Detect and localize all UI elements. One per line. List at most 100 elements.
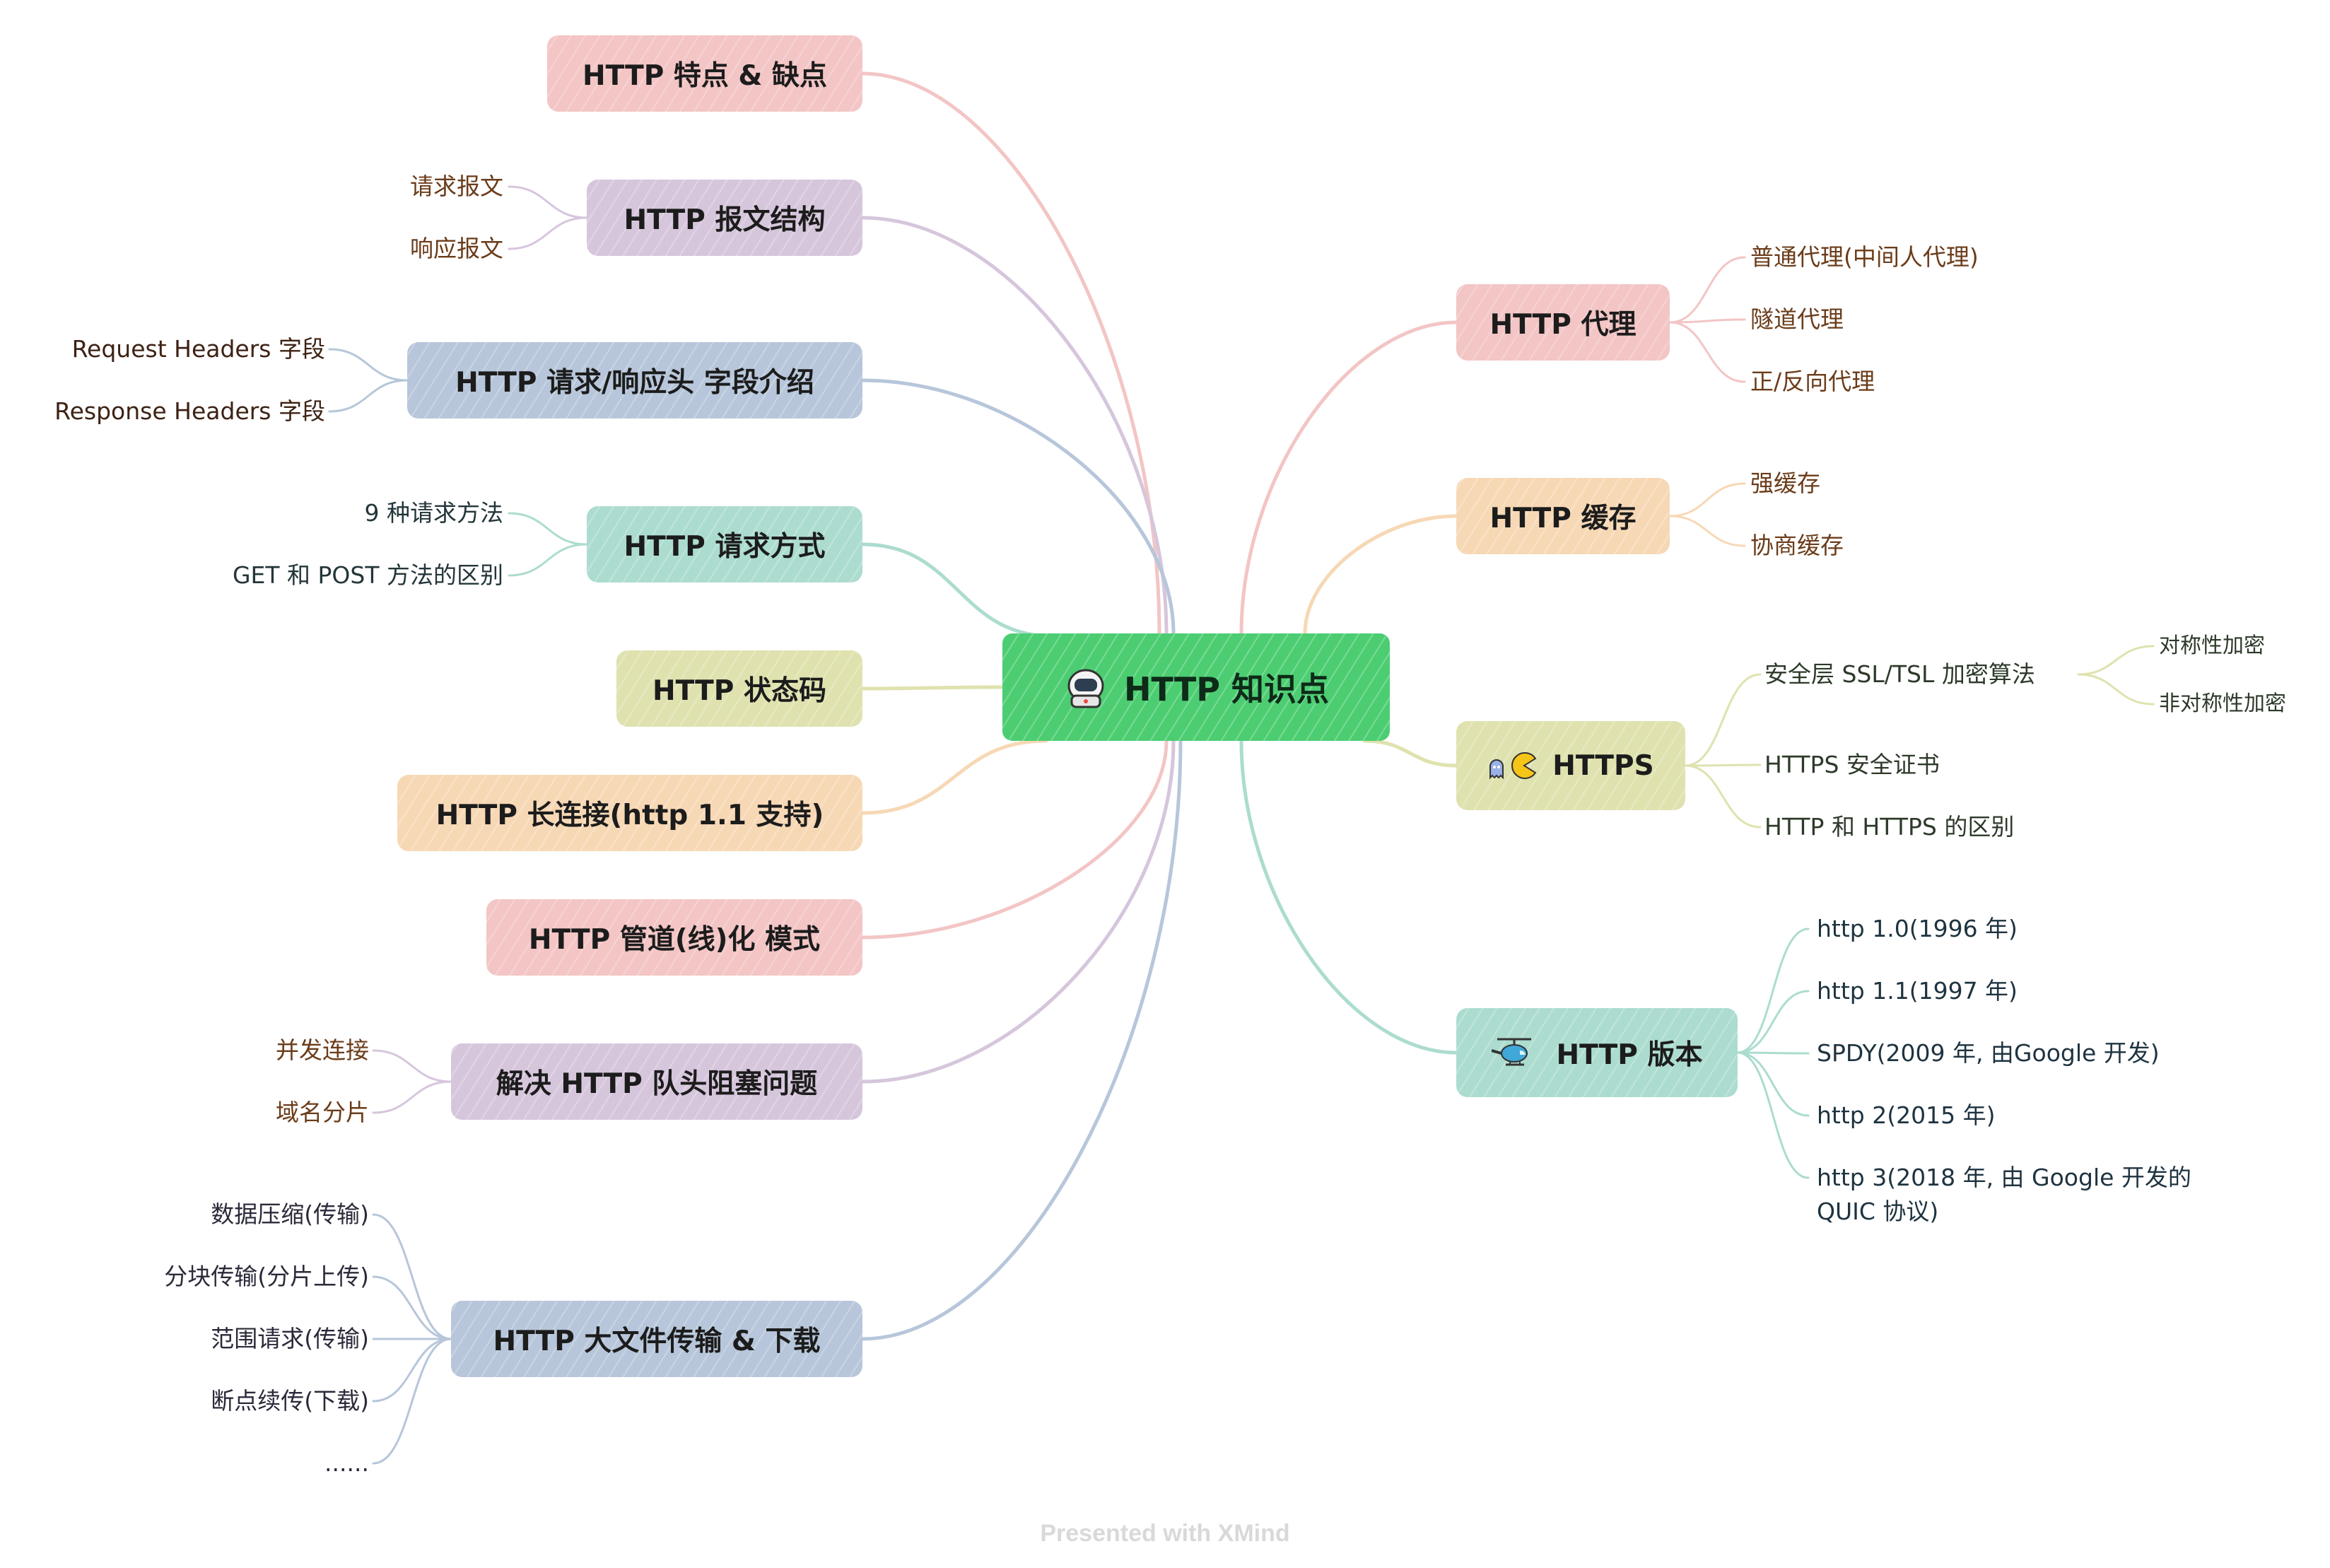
leaf-range-requests[interactable]: 范围请求(传输)	[211, 1325, 369, 1352]
connector-leaf-left-1-1	[328, 379, 409, 413]
leaf-negotiated-cache[interactable]: 协商缓存	[1750, 532, 1844, 559]
connector-leaf-right-0-1	[1668, 318, 1746, 324]
leaf-ellipsis[interactable]: ......	[324, 1449, 369, 1477]
leaf-http-3-continued[interactable]: QUIC 协议)	[1817, 1198, 1939, 1225]
topic-large-file-transfer[interactable]: HTTP 大文件传输 & 下载	[451, 1301, 862, 1377]
topic-label: HTTP 特点 & 缺点	[582, 60, 828, 92]
topic-https[interactable]: HTTPS	[1456, 721, 1685, 810]
connector-features	[862, 71, 1161, 634]
topic-http-proxy[interactable]: HTTP 代理	[1456, 284, 1670, 361]
connector-keepalive	[860, 739, 1048, 815]
connector-pipelining	[862, 740, 1169, 940]
connector-leaf-right-3-1	[1736, 990, 1810, 1054]
connector-leaf-right-3-3	[1736, 1051, 1810, 1117]
topic-label: HTTP 状态码	[652, 675, 826, 707]
topic-http-features[interactable]: HTTP 特点 & 缺点	[547, 35, 862, 112]
connector-leaf-left-0-1	[508, 216, 588, 250]
leaf-response-message[interactable]: 响应报文	[410, 235, 503, 262]
connector-leaf-left-2-0	[508, 512, 588, 546]
topic-label: HTTP 代理	[1489, 309, 1637, 341]
connector-leaf-left-3-0	[372, 1049, 452, 1083]
connector-sub-asymmetric	[2077, 673, 2155, 706]
connector-leaf-left-2-1	[508, 543, 588, 577]
connector-leaf-left-4-3	[372, 1338, 452, 1403]
connector-leaf-right-3-0	[1736, 928, 1810, 1054]
connector-versions	[1239, 740, 1457, 1055]
connector-leaf-right-3-4	[1736, 1051, 1810, 1179]
topic-label: HTTP 请求方式	[624, 531, 826, 563]
leaf-resume-download[interactable]: 断点续传(下载)	[211, 1387, 369, 1415]
topic-head-of-line-blocking[interactable]: 解决 HTTP 队头阻塞问题	[451, 1043, 862, 1120]
topic-label: HTTP 大文件传输 & 下载	[493, 1326, 821, 1357]
connector-leaf-left-4-4	[372, 1338, 452, 1465]
leaf-tunnel-proxy[interactable]: 隧道代理	[1750, 305, 1844, 333]
topic-http-pipelining[interactable]: HTTP 管道(线)化 模式	[486, 899, 862, 976]
leaf-request-headers[interactable]: Request Headers 字段	[71, 335, 325, 363]
topic-http-message-structure[interactable]: HTTP 报文结构	[587, 180, 862, 256]
connector-leaf-left-4-1	[372, 1275, 452, 1340]
leaf-http-2[interactable]: http 2(2015 年)	[1817, 1101, 1996, 1129]
leaf-spdy[interactable]: SPDY(2009 年, 由Google 开发)	[1817, 1039, 2160, 1067]
topic-label: HTTP 报文结构	[624, 204, 826, 236]
connector-leaf-right-2-0	[1684, 673, 1762, 767]
central-topic-title: HTTP 知识点	[1123, 670, 1330, 708]
leaf-https-certificate[interactable]: HTTPS 安全证书	[1764, 751, 1940, 778]
connector-methods	[860, 542, 1055, 638]
connector-largefile	[862, 740, 1183, 1341]
topic-label: HTTP 管道(线)化 模式	[528, 924, 821, 956]
connector-leaf-left-3-1	[372, 1080, 452, 1114]
leaf-response-headers[interactable]: Response Headers 字段	[54, 397, 325, 425]
leaf-normal-proxy[interactable]: 普通代理(中间人代理)	[1750, 243, 1979, 271]
connector-message	[862, 216, 1169, 634]
pacman-icon	[1487, 749, 1537, 782]
topic-label: HTTP 长连接(http 1.1 支持)	[435, 800, 824, 831]
leaf-ssl-tls-encryption[interactable]: 安全层 SSL/TSL 加密算法	[1764, 660, 2035, 688]
connector-headers	[862, 378, 1176, 634]
topic-http-headers[interactable]: HTTP 请求/响应头 字段介绍	[407, 342, 862, 419]
leaf-concurrent-connections[interactable]: 并发连接	[276, 1036, 369, 1064]
topic-http-request-methods[interactable]: HTTP 请求方式	[587, 506, 862, 583]
connector-leaf-right-0-0	[1668, 256, 1746, 324]
leaf-data-compression[interactable]: 数据压缩(传输)	[211, 1200, 369, 1228]
leaf-get-vs-post[interactable]: GET 和 POST 方法的区别	[232, 561, 503, 589]
topic-label: HTTPS	[1552, 749, 1654, 782]
leaf-domain-sharding[interactable]: 域名分片	[276, 1099, 369, 1126]
astronaut-icon	[1063, 665, 1108, 710]
topic-http-status-codes[interactable]: HTTP 状态码	[616, 650, 862, 727]
topic-http-keep-alive[interactable]: HTTP 长连接(http 1.1 支持)	[397, 775, 862, 851]
connector-leaf-right-2-1	[1684, 763, 1762, 767]
connector-leaf-right-1-1	[1668, 515, 1746, 547]
connector-cache	[1303, 514, 1457, 634]
connector-leaf-left-4-0	[372, 1213, 452, 1340]
connector-leaf-right-2-2	[1684, 764, 1762, 829]
leaf-forward-reverse-proxy[interactable]: 正/反向代理	[1750, 368, 1875, 395]
leaf-http-1-0[interactable]: http 1.0(1996 年)	[1817, 915, 2018, 942]
topic-http-cache[interactable]: HTTP 缓存	[1456, 478, 1670, 554]
leaf-strong-cache[interactable]: 强缓存	[1750, 469, 1820, 497]
connector-hol	[862, 740, 1176, 1084]
leaf-symmetric-encryption[interactable]: 对称性加密	[2159, 633, 2265, 658]
leaf-nine-methods[interactable]: 9 种请求方法	[364, 499, 504, 527]
topic-label: HTTP 缓存	[1489, 503, 1637, 534]
connector-leaf-left-1-0	[328, 348, 409, 382]
topic-http-versions[interactable]: HTTP 版本	[1456, 1008, 1738, 1097]
leaf-http-3[interactable]: http 3(2018 年, 由 Google 开发的	[1817, 1164, 2191, 1191]
leaf-http-vs-https[interactable]: HTTP 和 HTTPS 的区别	[1764, 813, 2015, 841]
topic-label: 解决 HTTP 队头阻塞问题	[496, 1068, 818, 1100]
helicopter-icon	[1491, 1035, 1541, 1070]
connector-https	[1362, 739, 1458, 768]
connector-sub-symmetric	[2077, 645, 2155, 676]
topic-label: HTTP 版本	[1556, 1039, 1703, 1071]
connector-leaf-left-0-0	[508, 185, 588, 219]
leaf-chunked-transfer[interactable]: 分块传输(分片上传)	[164, 1263, 369, 1290]
leaf-asymmetric-encryption[interactable]: 非对称性加密	[2159, 691, 2286, 716]
connector-proxy	[1239, 320, 1457, 634]
connector-leaf-right-0-2	[1668, 321, 1746, 383]
central-topic[interactable]: HTTP 知识点	[1002, 633, 1390, 741]
leaf-http-1-1[interactable]: http 1.1(1997 年)	[1817, 977, 2018, 1005]
watermark: Presented with XMind	[1040, 1520, 1290, 1547]
connector-status	[860, 685, 1005, 691]
leaf-request-message[interactable]: 请求报文	[410, 172, 503, 200]
